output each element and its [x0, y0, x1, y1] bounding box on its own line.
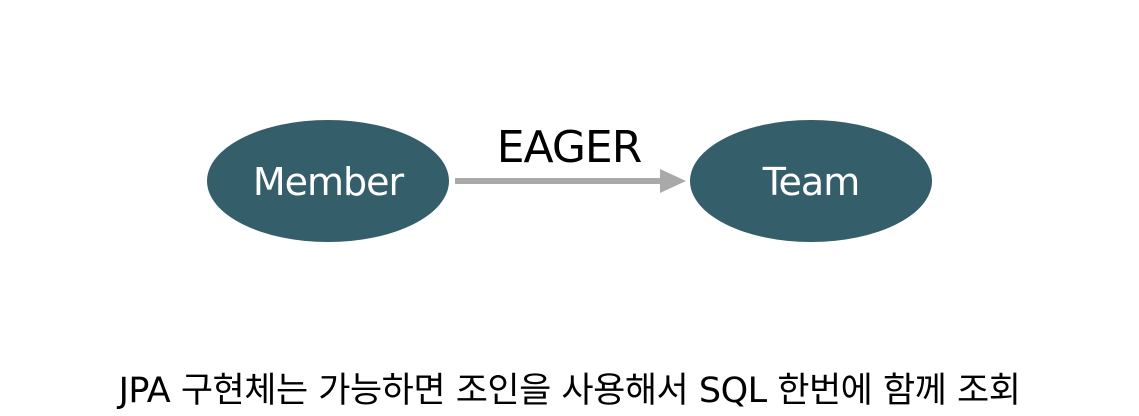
team-node: Team: [690, 120, 932, 242]
eager-association-arrow: [455, 169, 686, 193]
arrowhead-icon: [660, 169, 686, 193]
member-node-label: Member: [253, 160, 405, 204]
team-node-label: Team: [762, 160, 859, 204]
caption: JPA 구현체는 가능하면 조인을 사용해서 SQL 한번에 함께 조회: [118, 371, 1021, 411]
member-node: Member: [207, 120, 449, 242]
edge-label: EAGER: [497, 122, 642, 173]
team-node-shape: [690, 120, 932, 242]
member-node-shape: [207, 120, 449, 242]
